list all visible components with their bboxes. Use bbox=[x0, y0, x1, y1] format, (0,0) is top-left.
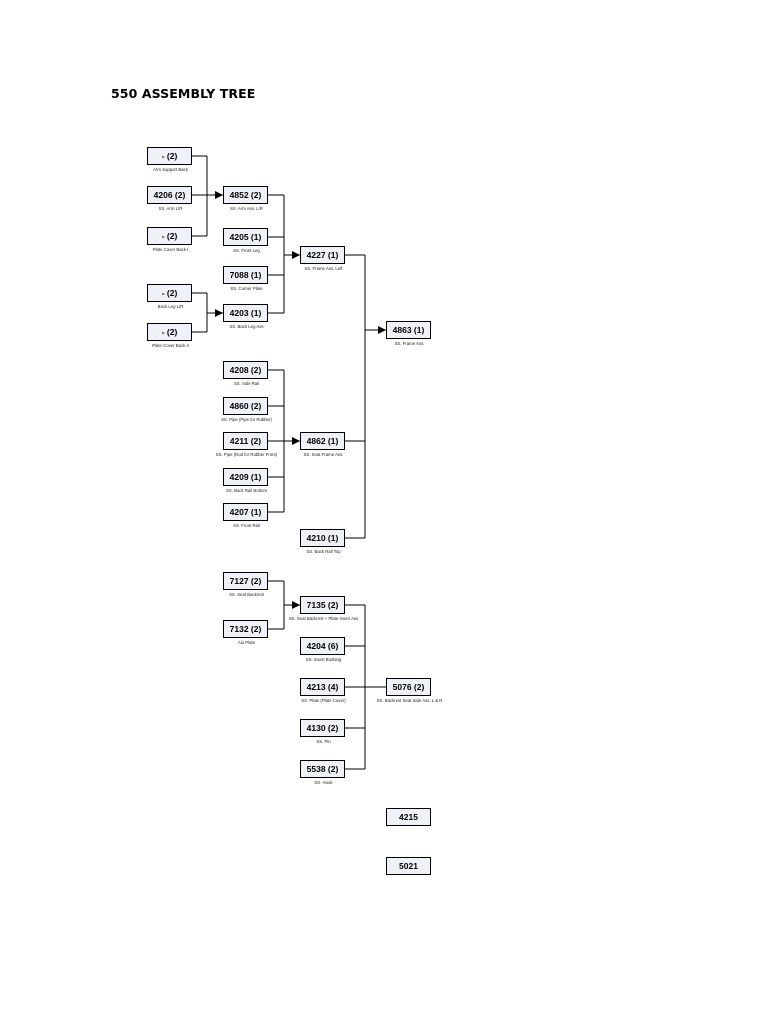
part-caption: SS. Side Rail bbox=[233, 381, 260, 386]
part-box-side-rail: 4208 (2) SS. Side Rail bbox=[223, 361, 268, 386]
part-code: 4852 (2) bbox=[229, 190, 262, 200]
part-caption: Back Leg L/R bbox=[157, 304, 184, 309]
part-code: - (2) bbox=[161, 288, 178, 298]
part-box-seat-frame-ass: 4862 (1) SS. Seat Frame Ass. bbox=[300, 432, 345, 457]
part-caption: SS. Pipe (Pipe for Rubber) bbox=[221, 417, 272, 422]
part-code: 4210 (1) bbox=[306, 533, 339, 543]
part-caption: SS. Front Rail bbox=[233, 523, 260, 528]
part-box-frame-ass: 4863 (1) SS. Frame Ass. bbox=[386, 321, 431, 346]
part-code: - (2) bbox=[161, 151, 178, 161]
part-caption: Arm Support Back bbox=[153, 167, 188, 172]
arrow-head bbox=[378, 326, 386, 334]
part-caption: SS. Back Rail Top bbox=[306, 549, 341, 554]
part-caption: SS. Front Leg bbox=[233, 248, 260, 253]
part-code: 7135 (2) bbox=[306, 600, 339, 610]
part-code: 4211 (2) bbox=[229, 436, 262, 446]
part-caption: SS. Hook bbox=[314, 780, 333, 785]
part-caption: Plate Cover Back I bbox=[152, 247, 189, 252]
part-caption: SS. Seat Frame Ass. bbox=[303, 452, 344, 457]
part-box-arm-lr: 4206 (2) SS. Arm L/R bbox=[147, 186, 192, 211]
part-box-arm-ass-lr: 4852 (2) SS. Arm Ass. L/R bbox=[223, 186, 268, 211]
part-code: 7127 (2) bbox=[229, 576, 262, 586]
page-title: 550 ASSEMBLY TREE bbox=[111, 86, 256, 101]
part-caption: Plate Cover Back II bbox=[152, 343, 189, 348]
part-caption: SS. Frame Ass. Left bbox=[304, 266, 343, 271]
part-box-hook: 5538 (2) SS. Hook bbox=[300, 760, 345, 785]
part-code: 7088 (1) bbox=[229, 270, 262, 280]
part-box-back-rail-bottom: 4209 (1) SS. Back Rail Bottom bbox=[223, 468, 268, 493]
part-box-front-leg: 4205 (1) SS. Front Leg bbox=[223, 228, 268, 253]
part-box-back-leg-ass: 4203 (1) SS. Back Leg Ass bbox=[223, 304, 268, 329]
part-box-pipe-rod-rubber-front: 4211 (2) SS. Pipe (Rod for Rubber Front) bbox=[216, 432, 277, 457]
part-caption: SS. Back Rail Bottom bbox=[225, 488, 268, 493]
part-caption: SS. Arm L/R bbox=[158, 206, 183, 211]
part-caption: SS. Seat Backrest + Plate Insert Ass bbox=[288, 616, 359, 621]
part-caption: SS. Plate (Plate Cover) bbox=[301, 698, 346, 703]
part-caption: SS. Pipe (Rod for Rubber Front) bbox=[215, 452, 278, 457]
part-box-back-leg-lr: - (2) Back Leg L/R bbox=[147, 284, 192, 309]
part-caption: SS. Seat Backrest bbox=[229, 592, 264, 597]
part-caption: SS. Back Leg Ass bbox=[229, 324, 264, 329]
part-code: 4862 (1) bbox=[306, 436, 339, 446]
part-box-part-5021: 5021 bbox=[386, 857, 431, 875]
part-caption: SS. Insert Bushing bbox=[305, 657, 342, 662]
part-code: 4215 bbox=[399, 812, 418, 822]
part-box-front-rail: 4207 (1) SS. Front Rail bbox=[223, 503, 268, 528]
part-code: 5076 (2) bbox=[392, 682, 425, 692]
part-code: 4203 (1) bbox=[229, 308, 262, 318]
part-box-back-rail-top: 4210 (1) SS. Back Rail Top bbox=[300, 529, 345, 554]
part-code: 4213 (4) bbox=[306, 682, 339, 692]
part-code: 4207 (1) bbox=[229, 507, 262, 517]
part-caption: Alu Plate bbox=[237, 640, 256, 645]
part-code: 5538 (2) bbox=[306, 764, 339, 774]
part-code: 5021 bbox=[399, 861, 418, 871]
part-box-plate-cover: 4213 (4) SS. Plate (Plate Cover) bbox=[300, 678, 346, 703]
part-box-plate-cover-back-ii: - (2) Plate Cover Back II bbox=[147, 323, 192, 348]
part-box-part-4215: 4215 bbox=[386, 808, 431, 826]
arrow-head bbox=[292, 437, 300, 445]
part-code: - (2) bbox=[161, 231, 178, 241]
part-box-corner-plate: 7088 (1) SS. Corner Plate bbox=[223, 266, 268, 291]
part-box-pin: 4130 (2) SS. Pin bbox=[300, 719, 345, 744]
part-caption: SS. Arm Ass. L/R bbox=[230, 206, 263, 211]
part-code: 4130 (2) bbox=[306, 723, 339, 733]
arrow-head bbox=[292, 601, 300, 609]
part-box-pipe-for-rubber: 4860 (2) SS. Pipe (Pipe for Rubber) bbox=[221, 397, 272, 422]
part-code: 4209 (1) bbox=[229, 472, 262, 482]
arrow-head bbox=[292, 251, 300, 259]
part-caption: SS. Frame Ass. bbox=[394, 341, 425, 346]
part-code: 4206 (2) bbox=[153, 190, 186, 200]
part-caption: SS. Backrest Seat Side Ass. L & R bbox=[376, 698, 443, 703]
part-code: - (2) bbox=[161, 327, 178, 337]
part-code: 4208 (2) bbox=[229, 365, 262, 375]
part-box-insert-bushing: 4204 (6) SS. Insert Bushing bbox=[300, 637, 345, 662]
part-code: 4860 (2) bbox=[229, 401, 262, 411]
part-code: 4205 (1) bbox=[229, 232, 262, 242]
part-box-backrest-seat-side: 5076 (2) SS. Backrest Seat Side Ass. L & … bbox=[377, 678, 442, 703]
part-code: 4204 (6) bbox=[306, 641, 339, 651]
part-box-alu-plate: 7132 (2) Alu Plate bbox=[223, 620, 268, 645]
part-code: 7132 (2) bbox=[229, 624, 262, 634]
part-box-frame-ass-left: 4227 (1) SS. Frame Ass. Left bbox=[300, 246, 345, 271]
part-box-arm-support-back: - (2) Arm Support Back bbox=[147, 147, 192, 172]
part-box-seat-backrest: 7127 (2) SS. Seat Backrest bbox=[223, 572, 268, 597]
part-box-seat-backrest-plate-insert: 7135 (2) SS. Seat Backrest + Plate Insert… bbox=[289, 596, 358, 621]
arrow-head bbox=[215, 191, 223, 199]
part-caption: SS. Corner Plate bbox=[230, 286, 263, 291]
part-box-plate-cover-back-i: - (2) Plate Cover Back I bbox=[147, 227, 192, 252]
part-code: 4227 (1) bbox=[306, 250, 339, 260]
part-caption: SS. Pin bbox=[316, 739, 331, 744]
part-code: 4863 (1) bbox=[392, 325, 425, 335]
arrow-head bbox=[215, 309, 223, 317]
